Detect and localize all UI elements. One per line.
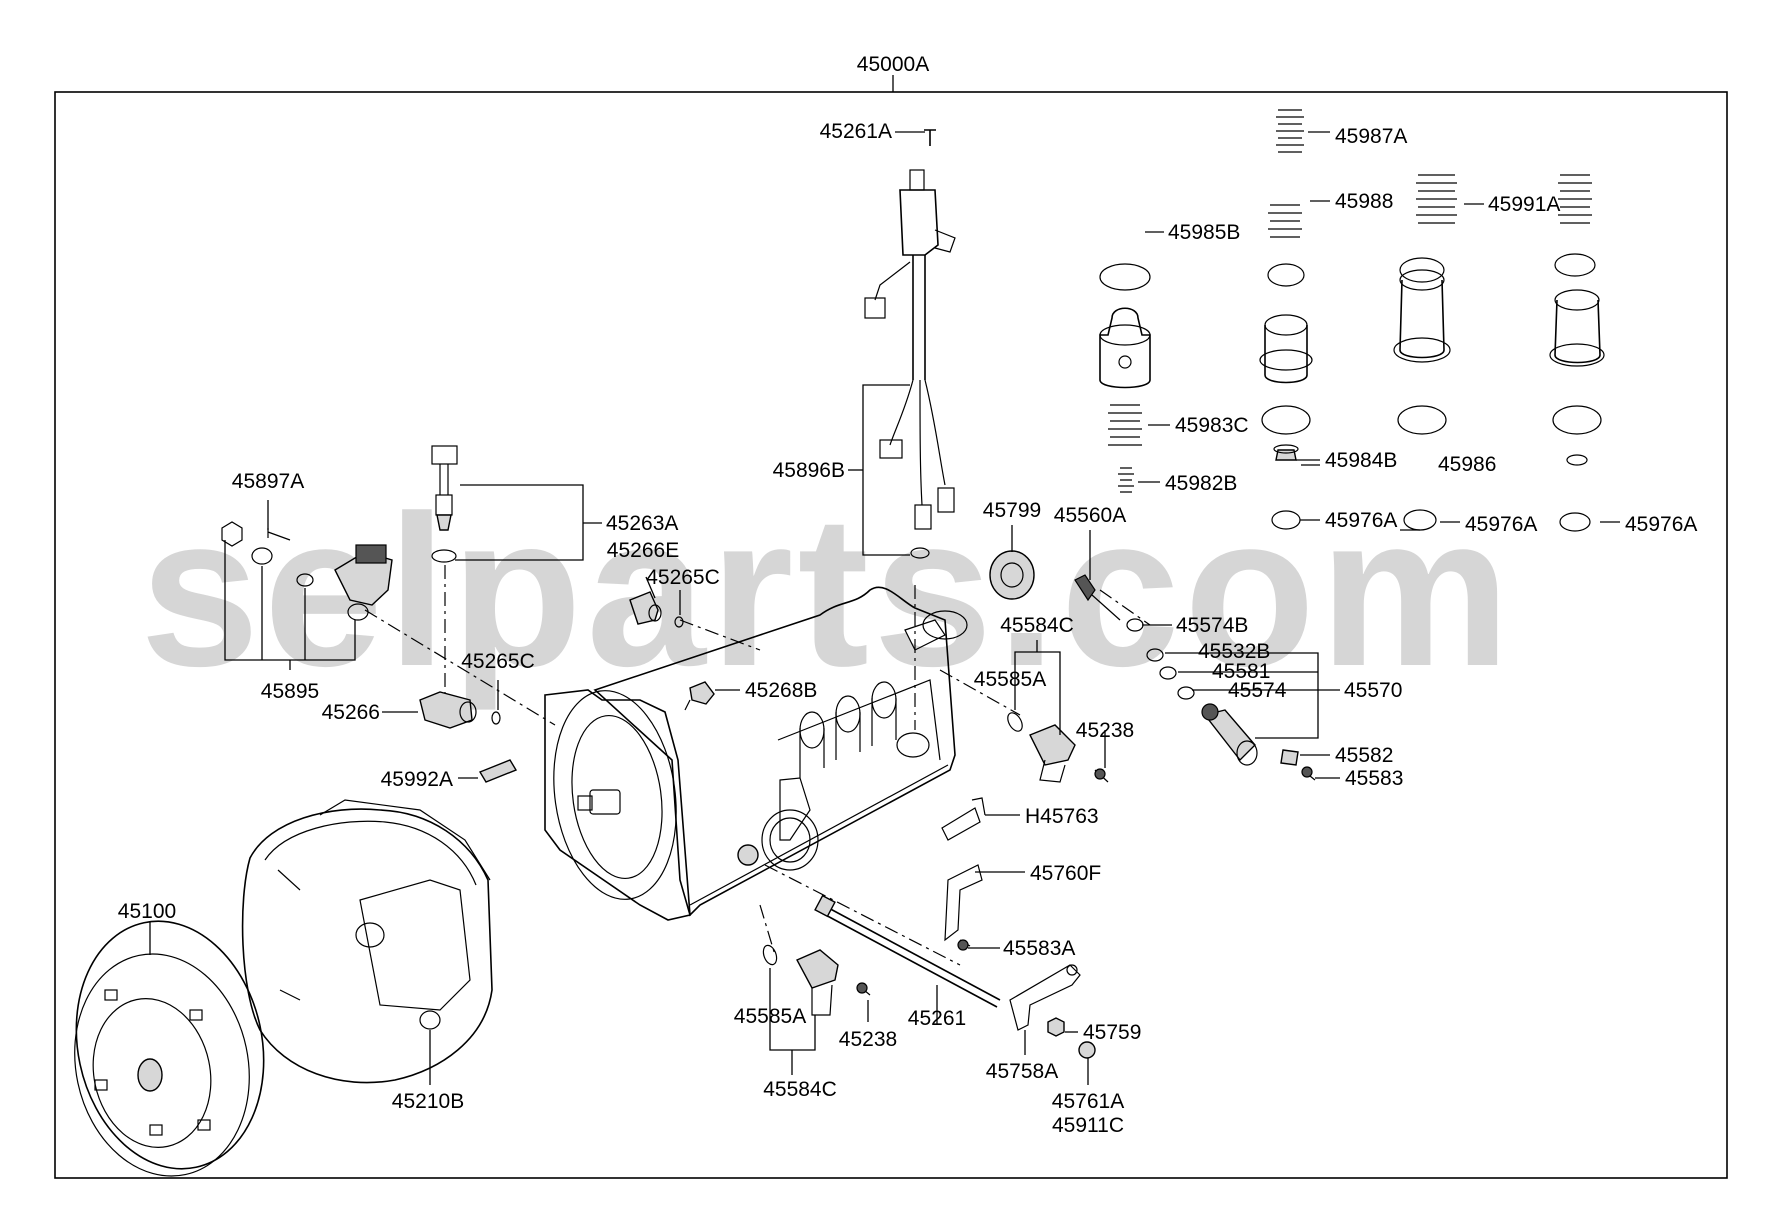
- assembly-lines: [364, 565, 1151, 966]
- label-45584C-2[interactable]: 45584C: [763, 1078, 837, 1101]
- label-45583[interactable]: 45583: [1345, 767, 1403, 790]
- label-45585A-2[interactable]: 45585A: [734, 1005, 806, 1028]
- label-45985B[interactable]: 45985B: [1168, 221, 1240, 244]
- label-45911C[interactable]: 45911C: [1052, 1114, 1124, 1137]
- label-45799[interactable]: 45799: [983, 499, 1041, 522]
- label-45238-1[interactable]: 45238: [1076, 719, 1134, 742]
- brackets: [941, 797, 986, 942]
- label-45984B[interactable]: 45984B: [1325, 449, 1397, 472]
- label-45560A[interactable]: 45560A: [1054, 504, 1126, 527]
- inhibitor-switch: [221, 521, 393, 621]
- shift-shaft: [814, 894, 1001, 1008]
- label-45574[interactable]: 45574: [1228, 679, 1287, 702]
- part-labels: 45261A 45987A 45988 45991A 45985B 45983C…: [118, 120, 1698, 1137]
- label-45268B[interactable]: 45268B: [745, 679, 817, 702]
- pulse-generator-upper: [1007, 712, 1109, 783]
- label-45986[interactable]: 45986: [1438, 453, 1496, 476]
- case-fittings: [478, 591, 715, 783]
- speed-sensor-group: [1146, 648, 1316, 781]
- label-45265C-2[interactable]: 45265C: [461, 650, 535, 673]
- torque-converter: [74, 920, 265, 1177]
- pulse-generator-lower: [762, 944, 871, 1016]
- label-45574B[interactable]: 45574B: [1176, 614, 1248, 637]
- label-45987A[interactable]: 45987A: [1335, 125, 1407, 148]
- label-45582[interactable]: 45582: [1335, 744, 1393, 767]
- label-45976A-2[interactable]: 45976A: [1465, 513, 1537, 536]
- valve-body-parts: [1099, 109, 1605, 532]
- label-45100[interactable]: 45100: [118, 900, 176, 923]
- label-45581[interactable]: 45581: [1212, 660, 1270, 683]
- label-45570[interactable]: 45570: [1344, 679, 1402, 702]
- sensor-assembly: [419, 445, 501, 729]
- label-45992A[interactable]: 45992A: [381, 768, 453, 791]
- label-H45763[interactable]: H45763: [1025, 805, 1099, 828]
- label-45583A[interactable]: 45583A: [1003, 937, 1075, 960]
- label-45976A-3[interactable]: 45976A: [1625, 513, 1697, 536]
- label-45895[interactable]: 45895: [261, 680, 319, 703]
- label-45261[interactable]: 45261: [908, 1007, 966, 1030]
- label-45760F[interactable]: 45760F: [1030, 862, 1101, 885]
- label-45265C-1[interactable]: 45265C: [646, 566, 720, 589]
- wiring-harness: [864, 129, 956, 559]
- label-45584C-1[interactable]: 45584C: [1000, 614, 1074, 637]
- label-45897A[interactable]: 45897A: [232, 470, 304, 493]
- label-45983C[interactable]: 45983C: [1175, 414, 1249, 437]
- speedometer-parts: [989, 550, 1144, 632]
- leader-lines: [149, 131, 1620, 1085]
- label-45263A[interactable]: 45263A: [606, 512, 678, 535]
- label-45266E[interactable]: 45266E: [607, 539, 679, 562]
- label-45759[interactable]: 45759: [1083, 1021, 1141, 1044]
- label-45988[interactable]: 45988: [1335, 190, 1393, 213]
- label-45758A[interactable]: 45758A: [986, 1060, 1058, 1083]
- label-45761A[interactable]: 45761A: [1052, 1090, 1124, 1113]
- label-45585A-1[interactable]: 45585A: [974, 668, 1046, 691]
- label-45532B[interactable]: 45532B: [1198, 640, 1270, 663]
- label-45266[interactable]: 45266: [322, 701, 380, 724]
- label-45000A[interactable]: 45000A: [857, 53, 929, 76]
- label-45896B[interactable]: 45896B: [773, 459, 845, 482]
- label-45982B[interactable]: 45982B: [1165, 472, 1237, 495]
- label-45238-2[interactable]: 45238: [839, 1028, 897, 1051]
- manual-lever: [1009, 964, 1096, 1059]
- converter-housing: [241, 799, 493, 1084]
- label-45210B[interactable]: 45210B: [392, 1090, 464, 1113]
- diagram-frame: [54, 91, 1728, 1179]
- label-45976A-1[interactable]: 45976A: [1325, 509, 1397, 532]
- label-45261A[interactable]: 45261A: [820, 120, 892, 143]
- label-45991A[interactable]: 45991A: [1488, 193, 1560, 216]
